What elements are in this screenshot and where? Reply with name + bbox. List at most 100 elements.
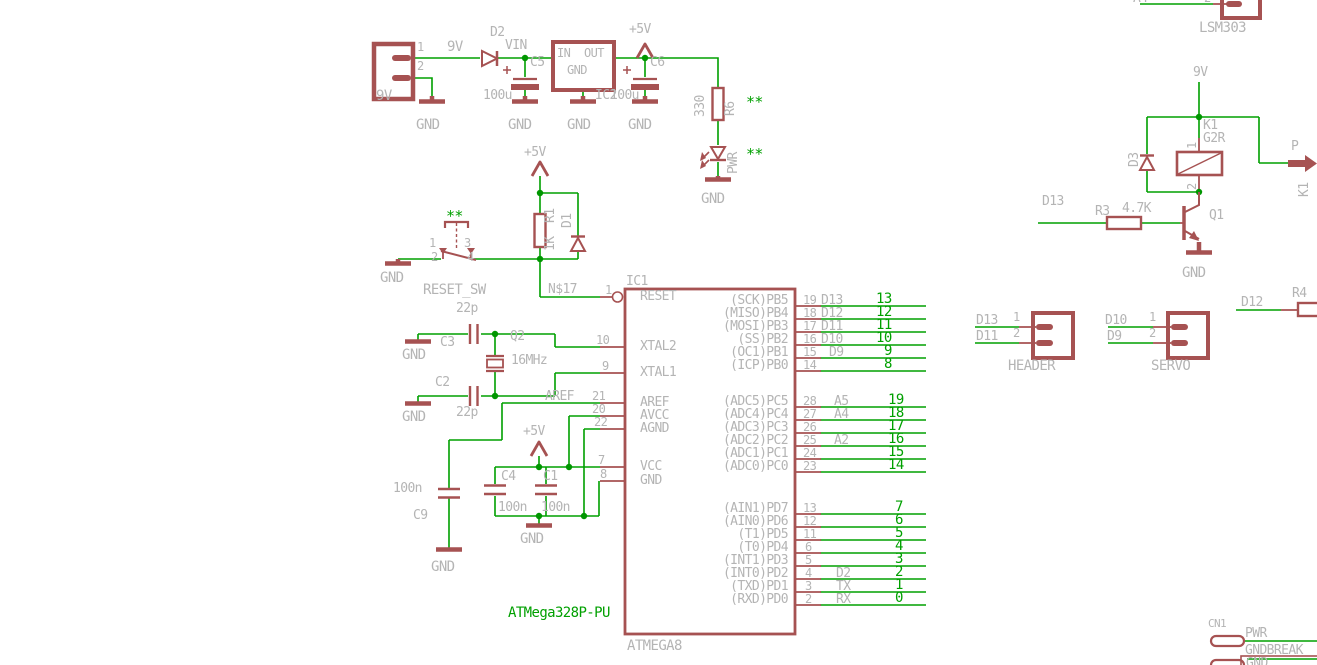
reset-circuit-r1-ref-label: R1 xyxy=(543,208,558,223)
reset-circuit-sw-pin3-label: 3 xyxy=(464,236,471,250)
mcu-io-ard-0-label: 0 xyxy=(895,590,903,606)
decoupling-c4-val-label: 100n xyxy=(498,500,528,515)
power-input-c6-ref-label: C6 xyxy=(650,55,665,70)
reset-circuit-plus5v-label: +5V xyxy=(524,145,546,160)
mcu-io-ard-13-label: 13 xyxy=(876,291,892,307)
header-connector-symbol xyxy=(1031,311,1075,360)
connectors-servo-net-d9-label: D9 xyxy=(1107,329,1122,344)
connectors-net-gndbreak-label: GNDBREAK xyxy=(1245,643,1303,658)
mcu-io-ard-7-label: 7 xyxy=(895,499,903,515)
dc-jack-9v-symbol xyxy=(371,41,416,102)
mcu-io-net-a5-label: A5 xyxy=(834,394,849,409)
mcu-io-pin5-label: 5 xyxy=(805,553,812,567)
mcu-lbl-pd7-label: (AIN1)PD7 xyxy=(722,501,789,516)
power-input-reg-ref-label: IC2 xyxy=(595,88,617,103)
mcu-pin-num-8-label: 8 xyxy=(600,467,607,481)
regulator-ic2-symbol xyxy=(551,40,616,92)
mcu-io-pin23-label: 23 xyxy=(803,459,817,473)
power-input-reg-in-label: IN xyxy=(557,46,571,60)
mcu-io-net-d9-label: D9 xyxy=(829,345,844,360)
connectors-net-d12-label: D12 xyxy=(1241,295,1263,310)
transistor-q1-symbol xyxy=(1182,192,1200,241)
mcu-io-ard-6-label: 6 xyxy=(895,512,903,528)
reset-circuit-ic1-pin1-num-label: 1 xyxy=(605,283,612,297)
power-input-reg-gnd-pin-label: GND xyxy=(567,63,587,77)
mcu-io-pin27-label: 27 xyxy=(803,407,817,421)
connectors-cn1-ref-label: CN1 xyxy=(1208,617,1227,630)
connectors-servo-pin2-label: 2 xyxy=(1149,326,1156,340)
mcu-pin-num-10-label: 10 xyxy=(596,333,610,347)
diode-d3-symbol xyxy=(1138,154,1156,171)
mcu-io-pin12-label: 12 xyxy=(803,514,817,528)
mcu-io-pin3-label: 3 xyxy=(805,579,812,593)
relay-driver-net-k1-label: K1 xyxy=(1297,182,1312,197)
connectors-lsm-pin2-label: 2 xyxy=(1204,0,1211,4)
connectors-header-pin2-label: 2 xyxy=(1013,326,1020,340)
crystal-c3-ref-label: C3 xyxy=(440,335,455,350)
mcu-lbl-xtal2-label: XTAL2 xyxy=(640,339,677,354)
net-wires xyxy=(398,3,1317,660)
crystal-c2-ref-label: C2 xyxy=(435,375,450,390)
connectors-net-pwr-label: PWR xyxy=(1245,626,1267,641)
plus5v-arrow-c6 xyxy=(635,42,655,59)
mcu-lbl-pc3-label: (ADC3)PC3 xyxy=(722,420,789,435)
reset-circuit-sw-stars-label: ** xyxy=(446,207,463,225)
decoupling-c1-val-label: 100n xyxy=(541,500,571,515)
mcu-lbl-agnd-label: AGND xyxy=(640,421,670,436)
resistor-r4-symbol xyxy=(1296,301,1317,318)
relay-driver-r3-val-label: 4.7K xyxy=(1122,201,1152,216)
connectors-servo-net-d10-label: D10 xyxy=(1105,313,1127,328)
reset-circuit-sw-pin1-label: 1 xyxy=(429,236,436,250)
power-input-net-9v-label: 9V xyxy=(447,39,463,55)
relay-driver-k1-ref-label: K1 xyxy=(1203,118,1218,133)
power-input-led-stars-label: ** xyxy=(746,145,763,163)
crystal-c3-gnd-label: GND xyxy=(402,347,426,363)
capacitor-c4-symbol xyxy=(484,484,506,496)
power-input-c5-val-label: 100u xyxy=(483,88,513,103)
power-input-r6-stars-label: ** xyxy=(746,93,763,111)
decoupling-c1-ref-label: C1 xyxy=(543,469,558,484)
power-input-conn-gnd-label: GND xyxy=(416,117,440,133)
reset-circuit-sw-name-label: RESET_SW xyxy=(423,282,486,298)
crystal-c3-val-label: 22p xyxy=(456,301,478,316)
power-input-conn-pin1-label: 1 xyxy=(417,40,424,54)
relay-driver-d3-ref-label: D3 xyxy=(1127,152,1142,167)
relay-driver-net-9v-label: 9V xyxy=(1193,65,1208,80)
capacitor-c5-symbol xyxy=(503,66,539,90)
mcu-part-value-label: ATMega328P-PU xyxy=(508,605,610,621)
decoupling-mid-gnd-label: GND xyxy=(520,531,544,547)
mcu-lbl-pd2-label: (INT0)PD2 xyxy=(722,566,789,581)
connectors-header-net-d13-label: D13 xyxy=(976,313,998,328)
mcu-io-net-d13-label: D13 xyxy=(821,293,843,308)
relay-driver-k1-val-label: G2R xyxy=(1203,131,1225,146)
mcu-io-pin28-label: 28 xyxy=(803,394,817,408)
mcu-io-ard-10-label: 10 xyxy=(876,330,892,346)
mcu-io-ard-1-label: 1 xyxy=(895,577,903,593)
mcu-io-pin14-label: 14 xyxy=(803,358,817,372)
mcu-lbl-pd5-label: (T1)PD5 xyxy=(737,527,788,542)
offpage-arrow-p xyxy=(1288,155,1317,172)
mcu-io-pin24-label: 24 xyxy=(803,446,817,460)
mcu-io-pin17-label: 17 xyxy=(803,319,817,333)
mcu-ic1-ref-label: IC1 xyxy=(626,274,648,289)
mcu-io-ard-8-label: 8 xyxy=(884,356,892,372)
mcu-io-pin15-label: 15 xyxy=(803,345,817,359)
mcu-lbl-pc5-label: (ADC5)PC5 xyxy=(722,394,789,409)
power-input-r6-val-label: 330 xyxy=(693,95,708,117)
mcu-lbl-pc4-label: (ADC4)PC4 xyxy=(722,407,789,422)
capacitor-c2-symbol xyxy=(468,386,479,406)
mcu-lbl-vcc-label: VCC xyxy=(640,459,662,474)
power-input-reg-out-label: OUT xyxy=(584,46,604,60)
mcu-io-net-tx-label: TX xyxy=(836,579,851,594)
relay-driver-r3-ref-label: R3 xyxy=(1095,204,1110,219)
decoupling-c4-ref-label: C4 xyxy=(501,469,516,484)
connectors-net-gnd-label: GND xyxy=(1246,656,1268,665)
mcu-lbl-pd0-label: (RXD)PD0 xyxy=(730,592,788,607)
mcu-ic1-symbol xyxy=(611,287,797,636)
relay-driver-q1-ref-label: Q1 xyxy=(1209,208,1224,223)
reset-switch-symbol xyxy=(439,220,477,261)
capacitor-c1-symbol xyxy=(535,484,557,496)
mcu-pin-num-21-label: 21 xyxy=(592,389,606,403)
